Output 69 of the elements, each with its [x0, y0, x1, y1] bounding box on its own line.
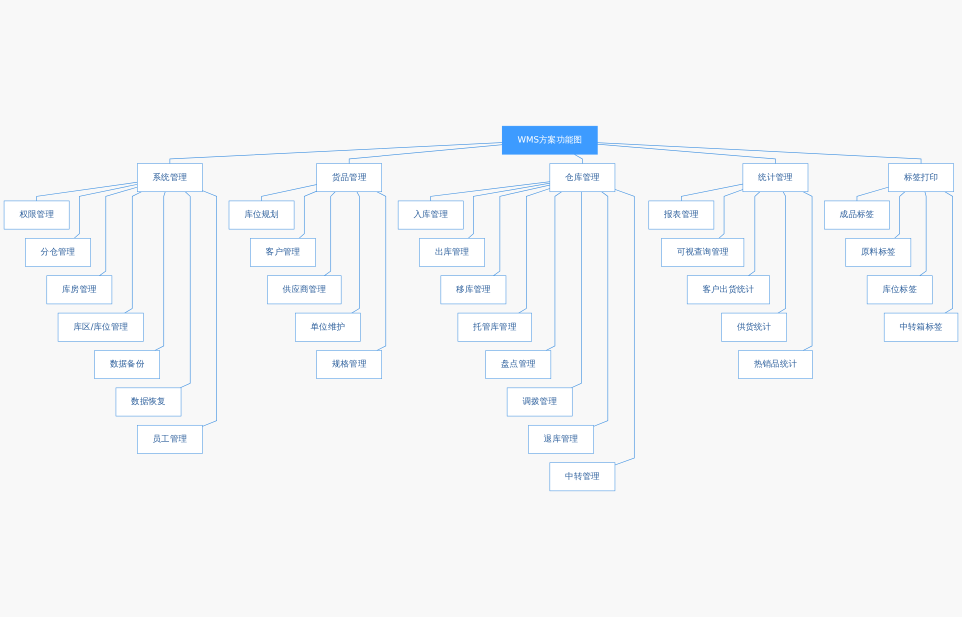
connector: [570, 191, 582, 388]
connector: [351, 191, 360, 314]
node-box: 权限管理: [4, 200, 70, 230]
connector: [597, 144, 776, 164]
connector: [518, 188, 550, 314]
connector: [919, 191, 926, 276]
connector: [597, 142, 922, 164]
node-box: 单位维护: [295, 312, 361, 342]
node-box: 调拨管理: [506, 388, 572, 416]
node-box: 中转箱标签: [884, 312, 958, 342]
connector: [74, 184, 138, 239]
node-box: 中转管理: [550, 462, 616, 492]
connector: [802, 191, 812, 351]
node-box: 成品标签: [824, 200, 890, 230]
node-box: 入库管理: [398, 200, 464, 230]
connector: [376, 191, 386, 351]
node-box: 货品管理: [316, 163, 382, 192]
connector: [614, 189, 635, 466]
connector: [180, 191, 191, 388]
connector: [718, 189, 744, 239]
node-box: 分仓管理: [25, 238, 91, 267]
connector: [546, 191, 562, 351]
node-box: WMS方案功能图: [502, 126, 598, 155]
node-box: 库区/库位管理: [58, 312, 144, 342]
connector: [468, 182, 550, 239]
node-box: 统计管理: [742, 163, 808, 192]
node-box: 库位标签: [866, 275, 932, 304]
connector: [593, 191, 608, 427]
node-box: 可视查询管理: [661, 238, 744, 267]
connector: [170, 142, 503, 164]
node-box: 标签打印: [888, 163, 954, 192]
node-box: 数据恢复: [116, 388, 182, 416]
node-box: 客户出货统计: [686, 275, 770, 304]
connector: [574, 154, 583, 164]
node-box: 员工管理: [137, 424, 203, 454]
node-box: 库位规划: [228, 200, 294, 230]
connector: [348, 144, 503, 164]
node-box: 原料标签: [846, 238, 912, 267]
node-box: 客户管理: [250, 238, 316, 267]
node-box: 托管库管理: [458, 312, 532, 342]
node-box: 出库管理: [419, 238, 485, 267]
connector: [748, 191, 760, 276]
connector: [430, 181, 550, 202]
node-box: 系统管理: [137, 163, 203, 192]
connector: [894, 191, 906, 239]
node-box: 仓库管理: [550, 163, 616, 192]
connector: [261, 184, 317, 202]
node-box: 报表管理: [648, 200, 714, 230]
node-box: 数据备份: [94, 350, 160, 379]
connector: [298, 190, 317, 239]
connector: [778, 191, 786, 314]
connector: [99, 186, 138, 276]
connector: [324, 191, 336, 276]
node-box: 移库管理: [440, 275, 506, 304]
node-box: 供货统计: [721, 312, 787, 342]
connector: [124, 191, 142, 314]
connector: [154, 191, 166, 351]
node-box: 供应商管理: [267, 275, 342, 304]
connector: [493, 184, 550, 276]
connector: [36, 182, 138, 202]
connector: [944, 191, 953, 314]
node-box: 退库管理: [528, 424, 594, 454]
connector: [202, 190, 217, 427]
connector: [681, 184, 744, 202]
connector: [856, 186, 889, 202]
node-box: 规格管理: [316, 350, 382, 379]
node-box: 盘点管理: [486, 350, 552, 379]
node-box: 库房管理: [46, 275, 112, 304]
node-box: 热销品统计: [738, 350, 813, 379]
